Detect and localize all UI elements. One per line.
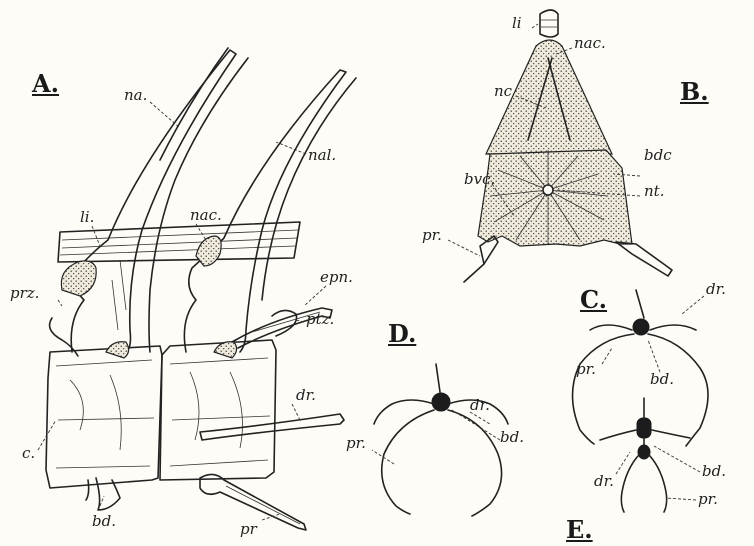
postzygapophysis — [272, 310, 297, 336]
label-pr-b: pr. — [422, 228, 442, 243]
label-li-a: li. — [80, 210, 94, 225]
label-nal: nal. — [308, 148, 336, 163]
label-c: c. — [22, 446, 35, 461]
label-nac-a: nac. — [190, 208, 222, 223]
label-dr-d: dr. — [470, 398, 490, 413]
label-bd-a: bd. — [92, 514, 116, 529]
label-bd-c: bd. — [650, 372, 674, 387]
label-dr-a: dr. — [296, 388, 316, 403]
label-pr-a: pr — [240, 522, 257, 537]
ligament-cartilage-left — [61, 261, 96, 296]
label-pr-e: pr. — [698, 492, 718, 507]
label-ptz: ptz. — [306, 312, 334, 327]
label-bvc: bvc. — [464, 172, 495, 187]
figure-b-drawing — [448, 10, 672, 282]
panel-label-c: C. — [580, 288, 607, 312]
neural-arch-left — [71, 50, 236, 352]
label-pr-d: pr. — [346, 436, 366, 451]
label-dr-e: dr. — [594, 474, 614, 489]
pleural-rib-b-left — [464, 236, 498, 282]
ligament-b — [540, 10, 558, 37]
label-bd-d: bd. — [500, 430, 524, 445]
figure-a-drawing — [38, 48, 356, 530]
label-epn: epn. — [320, 270, 353, 285]
label-bdc: bdc — [644, 148, 672, 163]
arch-base-dots-left — [106, 342, 129, 358]
notochord-b — [543, 185, 553, 195]
label-dr-c: dr. — [706, 282, 726, 297]
label-nt: nt. — [644, 184, 664, 199]
figure-e-drawing — [600, 398, 700, 512]
label-bd-e: bd. — [702, 464, 726, 479]
figure-d-drawing — [372, 364, 508, 516]
prezygapophysis — [50, 318, 78, 356]
panel-label-b: B. — [680, 80, 709, 104]
ligament-cartilage-right — [196, 236, 221, 266]
panel-label-e: E. — [566, 518, 593, 542]
label-nc: nc — [494, 84, 512, 99]
label-na: na. — [124, 88, 147, 103]
label-li-b: li — [512, 16, 522, 31]
label-nac-b: nac. — [574, 36, 606, 51]
panel-label-a: A. — [32, 72, 59, 96]
label-pr-c: pr. — [576, 362, 596, 377]
panel-label-d: D. — [388, 322, 416, 346]
label-prz: prz. — [10, 286, 39, 301]
